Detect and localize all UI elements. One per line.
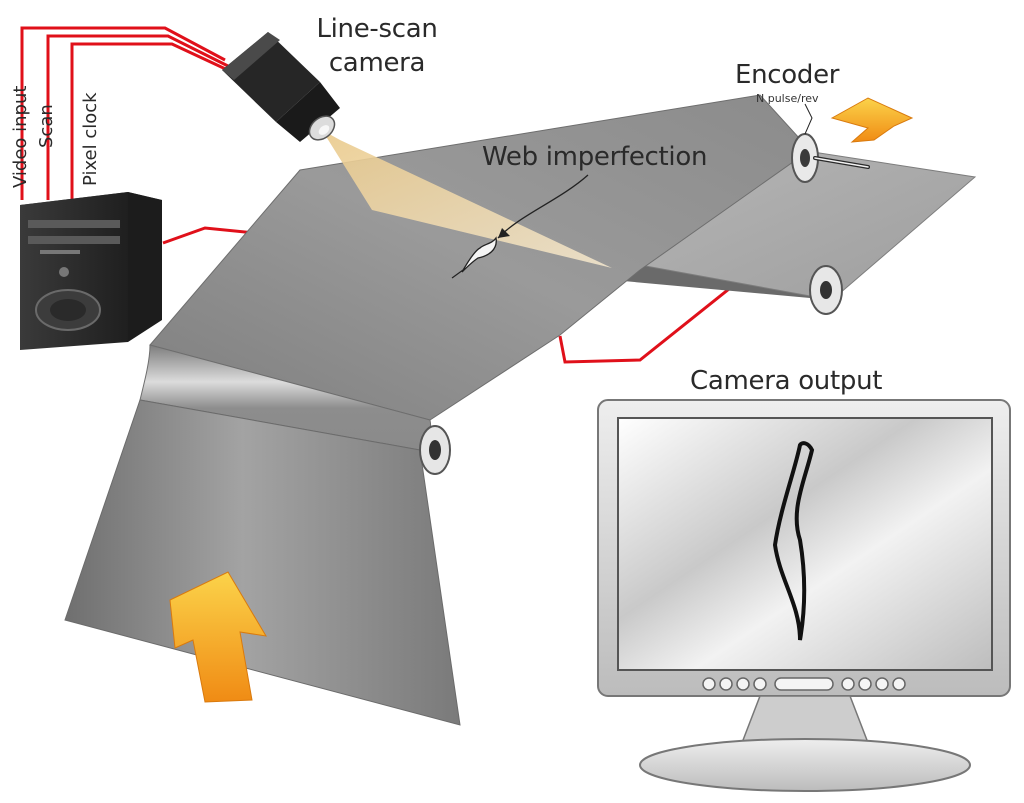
arrow-front — [169, 571, 267, 703]
wire-video-input — [20, 26, 226, 200]
wire-label-pixel-clock: Pixel clock — [80, 92, 101, 186]
direction-arrow-icon — [169, 97, 914, 703]
monitor-controls — [702, 677, 906, 691]
line-scan-camera-icon — [222, 32, 340, 142]
camera-label-line1: Line-scan — [316, 14, 438, 44]
defect-trace — [772, 441, 815, 641]
wire-scan — [46, 34, 229, 200]
encoder-leader — [804, 103, 813, 135]
web-sheet-right — [612, 149, 977, 315]
arrow-back — [830, 97, 914, 143]
encoder-roller — [791, 103, 870, 183]
encoder-label: Encoder — [735, 60, 840, 90]
web-imperfection-label: Web imperfection — [482, 142, 708, 172]
computer-tower-icon — [20, 192, 162, 350]
signal-wires — [20, 26, 851, 364]
encoder-sublabel: N pulse/rev — [756, 92, 819, 105]
camera-beam — [322, 130, 612, 268]
wire-pixel-clock — [70, 42, 233, 205]
wire-label-scan: Scan — [36, 104, 57, 148]
monitor-icon — [597, 399, 1011, 792]
web-imperfection-mark — [451, 174, 589, 279]
wire-label-video-input: Video input — [10, 85, 31, 188]
camera-label-line2: camera — [328, 48, 426, 78]
camera-output-label: Camera output — [690, 366, 883, 396]
